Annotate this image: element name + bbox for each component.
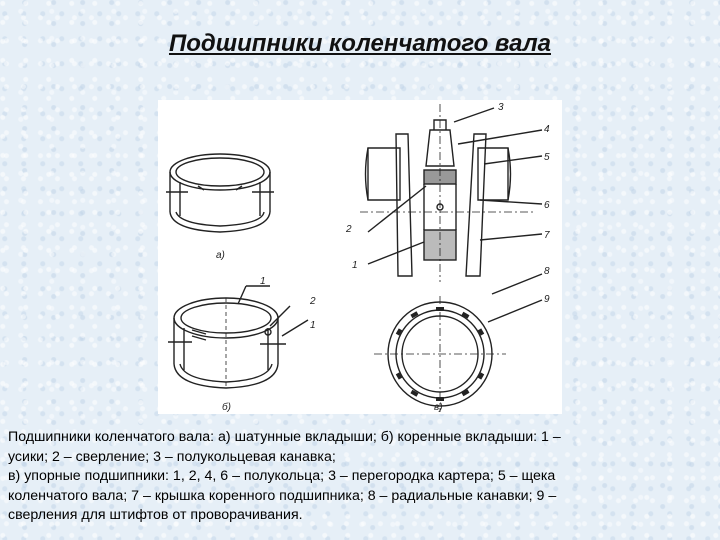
label-5: 5 [544,152,550,163]
label-b-2: 2 [309,296,316,307]
label-v-1: 1 [352,260,358,271]
label-b: б) [222,401,231,413]
figure-caption: Подшипники коленчатого вала: а) шатунные… [8,428,714,526]
label-3: 3 [498,102,504,113]
label-b-1: 1 [260,276,266,287]
caption-line-2: усики; 2 – сверление; 3 – полукольцевая … [8,448,336,465]
slide-title: Подшипники коленчатого вала [168,30,551,57]
caption-line-1: Подшипники коленчатого вала: а) шатунные… [8,429,561,445]
label-6: 6 [544,200,550,211]
main-bearing-shells [168,285,309,389]
caption-line-4: коленчатого вала; 7 – крышка коренного п… [8,487,557,504]
dowel-holes [395,307,485,401]
label-7: 7 [544,230,550,241]
label-v: в) [434,402,443,413]
rod-bearing-shells [166,153,274,233]
label-b-1-second: 1 [310,320,316,331]
label-v-2: 2 [345,224,352,235]
thrust-ring-end-view [374,273,543,412]
caption-line-5: сверления для штифтов от проворачивания. [8,507,303,523]
label-a: а) [216,250,225,261]
caption-line-3: в) упорные подшипники: 1, 2, 4, 6 – полу… [8,468,556,484]
bearing-drawing: а) 1 2 1 б) [158,100,562,414]
label-9: 9 [544,294,550,305]
label-4: 4 [544,124,550,135]
label-8: 8 [544,266,550,277]
thrust-bearing-section [360,104,543,282]
